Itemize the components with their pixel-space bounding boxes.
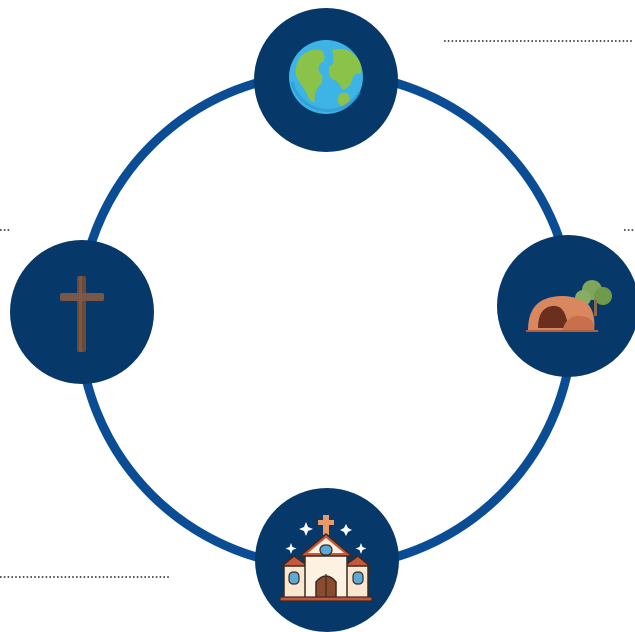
node-top [254, 8, 398, 152]
earth-globe-icon [289, 40, 363, 114]
node-left [10, 240, 154, 384]
wooden-cross-icon [60, 276, 104, 352]
church-building-icon [279, 515, 373, 602]
node-right [497, 235, 635, 377]
cave-tomb-icon [526, 280, 612, 332]
node-bottom [255, 488, 399, 632]
